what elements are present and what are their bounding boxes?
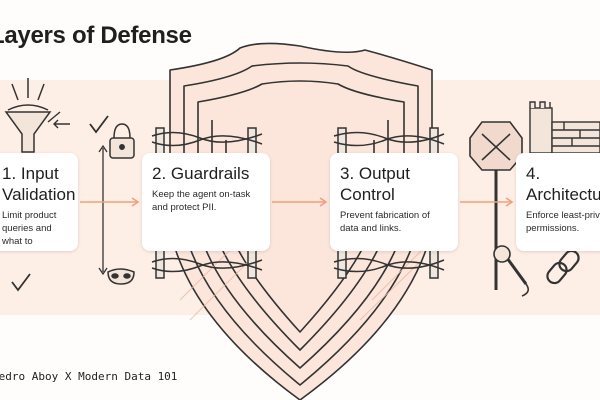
footer-credit: Pedro Aboy X Modern Data 101 [0,370,177,383]
layer-description: Enforce least-privilege permissions. [526,209,600,235]
layer-title: 1. Input Validation [2,163,68,205]
mask-icon [108,269,134,284]
layer-card-guardrails: 2. Guardrails Keep the agent on-task and… [142,153,270,251]
layer-description: Limit product queries and what to [2,209,68,248]
arrow-icon [48,112,70,128]
layer-title: 4. Architecture [526,163,600,205]
microphone-icon [494,246,528,296]
page-title: Layers of Defense [0,22,192,50]
layer-card-architecture: 4. Architecture Enforce least-privilege … [516,153,600,251]
funnel-icon [6,78,50,152]
arrow-icon [99,146,107,274]
castle-wall-icon [530,102,600,153]
checkmark-icon [12,274,30,290]
layer-card-input-validation: 1. Input Validation Limit product querie… [0,153,78,251]
layer-description: Keep the agent on-task and protect PII. [152,188,260,214]
layer-title: 2. Guardrails [152,163,260,184]
stop-sign-icon [470,122,522,290]
padlock-icon [110,124,134,158]
layer-description: Prevent fabrication of data and links. [340,209,448,235]
layer-card-output-control: 3. Output Control Prevent fabrication of… [330,153,458,251]
checkmark-icon [90,116,108,132]
chain-link-icon [545,248,582,286]
layer-title: 3. Output Control [340,163,448,205]
